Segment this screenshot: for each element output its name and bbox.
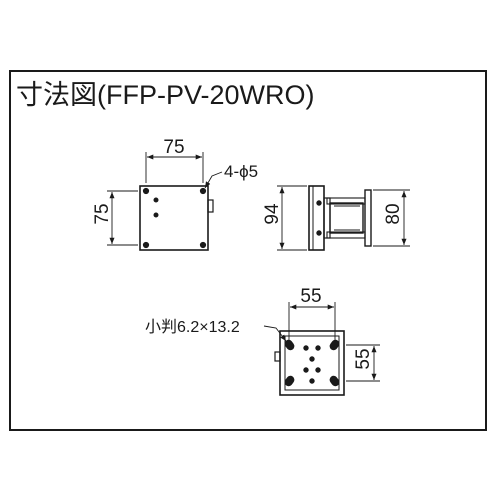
side-view xyxy=(277,185,410,251)
side-height-label: 94 xyxy=(262,203,283,225)
bracket-height-label: 80 xyxy=(383,203,404,224)
side-bracket-inner xyxy=(329,202,364,234)
top-view-body xyxy=(139,185,209,251)
bottom-height-label: 55 xyxy=(353,348,374,369)
slot-hole-icon xyxy=(329,375,340,387)
screw-icon xyxy=(153,212,159,218)
hole-spec-label: 4-ϕ5 xyxy=(224,162,258,181)
mount-hole-icon xyxy=(142,187,150,195)
top-view-side-tab xyxy=(207,199,214,213)
top-width-label: 75 xyxy=(163,137,184,158)
mount-hole-icon xyxy=(142,241,150,249)
slot-hole-icon xyxy=(329,339,340,351)
slot-hole-icon xyxy=(284,339,295,351)
drawing-title: 寸法図(FFP-PV-20WRO) xyxy=(16,80,315,110)
bottom-width-label: 55 xyxy=(300,286,321,307)
top-view xyxy=(107,152,223,251)
top-height-label: 75 xyxy=(92,203,113,224)
bottom-view-body xyxy=(279,330,345,396)
mount-hole-icon xyxy=(199,241,207,249)
mount-hole-icon xyxy=(199,187,207,195)
screw-icon xyxy=(153,197,159,203)
slot-hole-icon xyxy=(284,375,295,387)
side-bracket-plate xyxy=(364,189,372,247)
drawing-frame xyxy=(9,70,487,431)
slot-spec-label: 小判6.2×13.2 xyxy=(145,318,240,336)
side-view-body xyxy=(308,185,325,251)
bottom-view xyxy=(263,302,380,396)
bottom-view-side-tab xyxy=(274,351,281,362)
